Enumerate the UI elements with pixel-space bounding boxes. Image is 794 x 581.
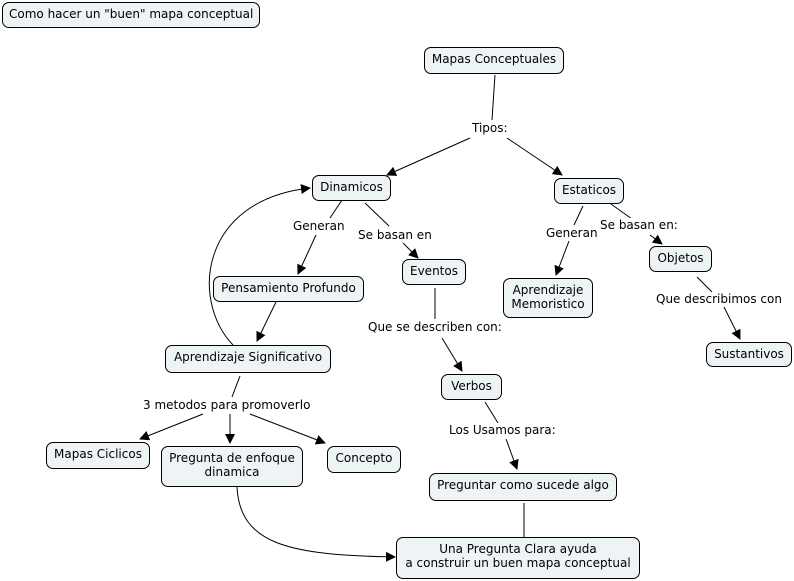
node-aprendizaje-significativo[interactable]: Aprendizaje Significativo [165, 345, 331, 373]
node-dinamicos[interactable]: Dinamicos [312, 175, 391, 201]
curve-pregunta-clara [236, 486, 396, 562]
line-dinamicos-sebasan [364, 202, 390, 227]
line-tipos-estaticos [506, 137, 563, 176]
link-label-que-se-describen-con: Que se describen con: [367, 320, 503, 334]
node-eventos[interactable]: Eventos [402, 259, 466, 285]
link-label-que-describimos-con: Que describimos con [655, 292, 783, 306]
link-label-tipos: Tipos: [471, 121, 509, 135]
link-label-3-metodos: 3 metodos para promoverlo [142, 398, 312, 412]
node-aprendizaje-memoristico-line2: Memoristico [511, 297, 585, 311]
line-losusamos-preguntar [505, 438, 519, 470]
line-objetos-quedescribimos [696, 276, 713, 293]
curve-significativo-dinamicos [208, 184, 311, 346]
line-estaticos-generan [573, 205, 584, 226]
line-tresmetodos-ciclicos [139, 413, 204, 441]
link-label-se-basan-en: Se basan en [357, 228, 433, 242]
link-label-los-usamos-para: Los Usamos para: [448, 423, 557, 437]
line-generan-memoristico [554, 240, 570, 276]
line-estaticos-sebasan [610, 203, 633, 220]
line-significativo-tresmetodos [231, 375, 241, 398]
node-sustantivos[interactable]: Sustantivos [706, 342, 792, 367]
line-generan-pensamiento [297, 234, 317, 275]
line-dinamicos-generan [329, 199, 343, 219]
line-sebasan-objetos [649, 234, 663, 245]
node-estaticos[interactable]: Estaticos [554, 178, 624, 204]
node-una-pregunta-clara-line1: Una Pregunta Clara ayuda [439, 542, 597, 556]
node-pregunta-de-enfoque[interactable]: Pregunta de enfoque dinamica [161, 446, 303, 487]
node-mapas-ciclicos[interactable]: Mapas Ciclicos [46, 442, 150, 469]
line-quesedescriben-verbos [441, 337, 463, 372]
node-verbos[interactable]: Verbos [441, 374, 502, 400]
node-preguntar-como-sucede-algo[interactable]: Preguntar como sucede algo [429, 473, 617, 501]
node-objetos[interactable]: Objetos [649, 246, 712, 272]
link-label-generan-dinamicos: Generan [292, 219, 346, 233]
line-sebasan-eventos [402, 242, 419, 259]
line-tipos-dinamicos [386, 137, 471, 176]
node-aprendizaje-memoristico-line1: Aprendizaje [512, 283, 584, 297]
node-pregunta-de-enfoque-line2: dinamica [204, 465, 260, 479]
line-quedescribimos-sustantivos [723, 306, 741, 340]
node-aprendizaje-memoristico[interactable]: Aprendizaje Memoristico [503, 278, 593, 318]
node-pregunta-de-enfoque-line1: Pregunta de enfoque [169, 451, 295, 465]
node-concepto[interactable]: Concepto [327, 446, 401, 473]
node-una-pregunta-clara[interactable]: Una Pregunta Clara ayuda a construir un … [396, 537, 640, 579]
line-mapas-tipos [491, 74, 496, 121]
node-pensamiento-profundo[interactable]: Pensamiento Profundo [213, 276, 364, 302]
line-pensamiento-significativo [256, 301, 277, 342]
link-label-se-basan-en-estaticos: Se basan en: [599, 218, 679, 232]
node-una-pregunta-clara-line2: a construir un buen mapa conceptual [405, 556, 631, 570]
line-verbos-losusamos [484, 401, 499, 424]
node-mapas-conceptuales[interactable]: Mapas Conceptuales [424, 47, 564, 74]
map-title-box[interactable]: Como hacer un "buen" mapa conceptual [2, 2, 260, 28]
line-tresmetodos-concepto [249, 413, 326, 445]
link-label-generan-estaticos: Generan [545, 226, 599, 240]
